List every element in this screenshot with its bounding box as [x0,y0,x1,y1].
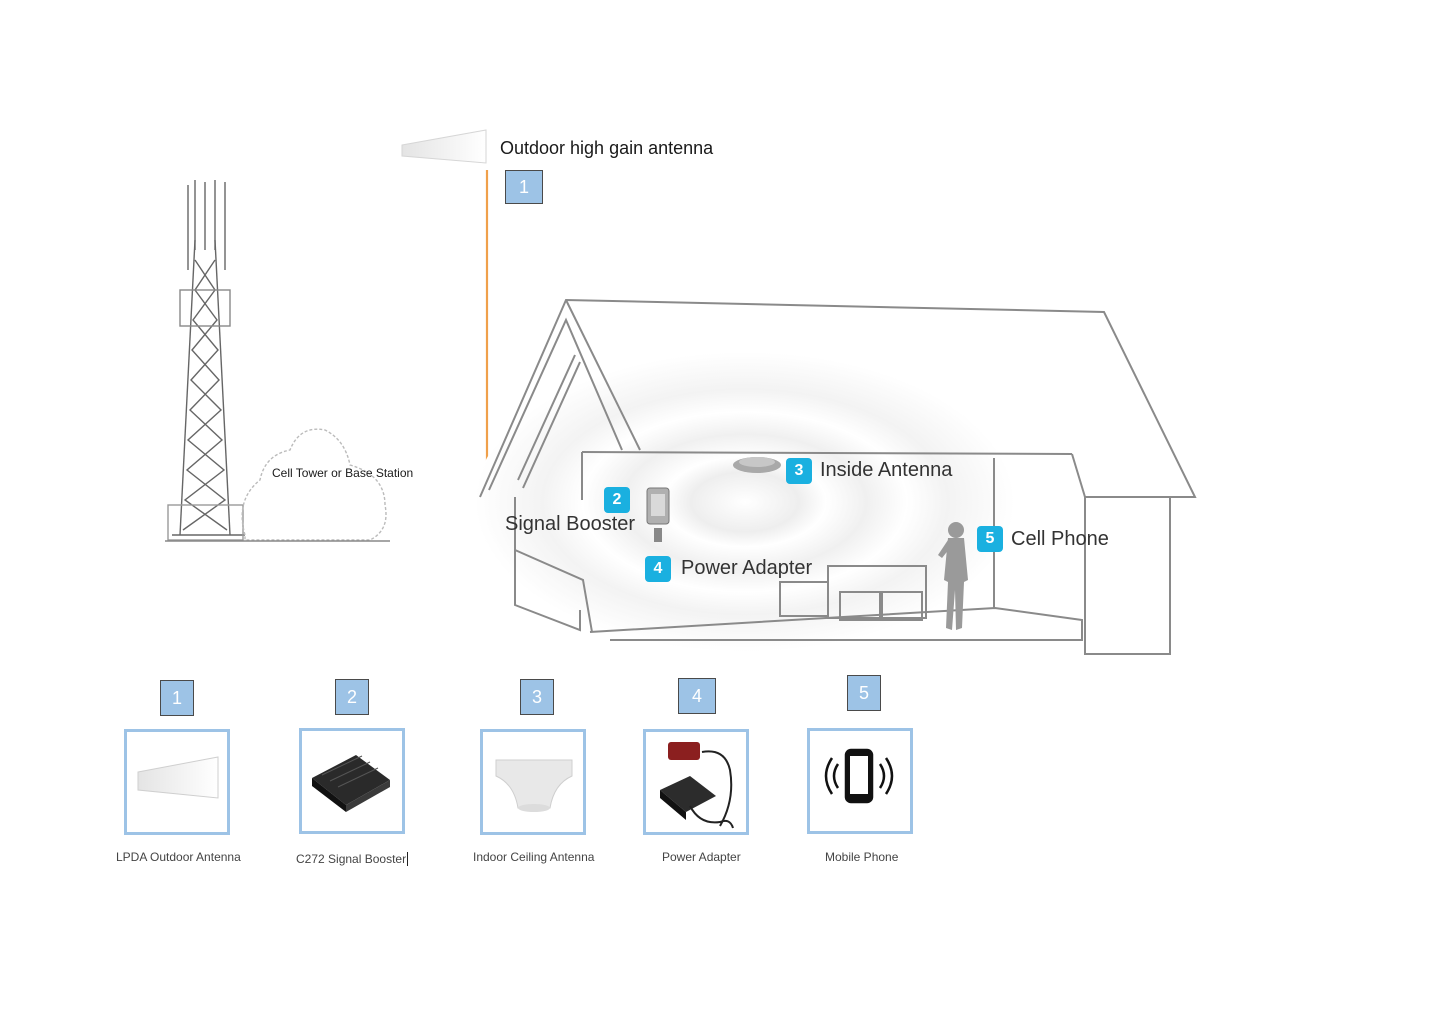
person-silhouette-icon [938,522,968,630]
signal-booster-icon [312,755,390,812]
component-frame-1 [124,729,230,835]
cell-phone-callout-label: Cell Phone [1011,528,1109,550]
house-icon [475,298,1197,655]
cell-phone-callout-badge: 5 [977,526,1003,552]
signal-booster-device-icon [646,487,670,542]
component-frame-5 [807,728,913,834]
power-adapter-callout-badge: 4 [645,556,671,582]
ceiling-antenna-icon [495,759,573,812]
outdoor-antenna-title: Outdoor high gain antenna [500,138,714,158]
component-badge-3: 3 [520,679,554,715]
power-adapter-icon [660,742,734,829]
outdoor-antenna-badge: 1 [505,170,543,204]
inside-antenna-icon [733,457,781,473]
component-caption-5: Mobile Phone [825,850,899,864]
power-adapter-callout-label: Power Adapter [681,557,813,579]
component-badge-1: 1 [160,680,194,716]
lpda-antenna-icon [137,756,219,799]
cell-tower-icon [165,180,390,542]
inside-antenna-callout-badge: 3 [786,458,812,484]
component-caption-4: Power Adapter [662,850,741,864]
signal-booster-callout-label: Signal Booster [505,513,636,535]
component-frame-2 [299,728,405,834]
component-badge-2: 2 [335,679,369,715]
signal-booster-callout-badge: 2 [604,487,630,513]
inside-antenna-callout-label: Inside Antenna [820,459,953,481]
component-caption-1: LPDA Outdoor Antenna [116,850,241,864]
component-badge-4: 4 [678,678,716,714]
outdoor-antenna-icon [401,129,487,164]
mobile-phone-icon [824,748,894,804]
component-caption-2: C272 Signal Booster [296,852,409,866]
component-badge-5: 5 [847,675,881,711]
component-frame-4 [643,729,749,835]
component-frame-3 [480,729,586,835]
component-caption-3: Indoor Ceiling Antenna [473,850,595,864]
tower-label: Cell Tower or Base Station [272,466,414,480]
